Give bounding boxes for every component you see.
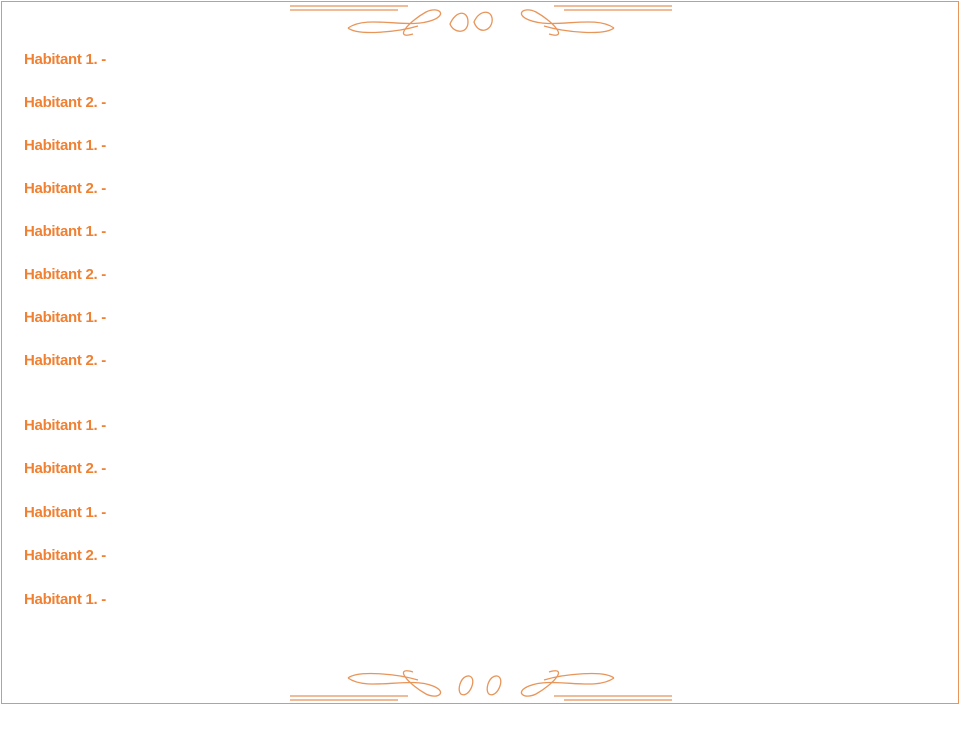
dialogue-speaker-label: Habitant 1. -	[24, 417, 106, 434]
dialogue-speaker-label: Habitant 2. -	[24, 547, 106, 564]
dialogue-speaker-label: Habitant 1. -	[24, 51, 106, 68]
page-border	[1, 1, 959, 704]
dialogue-speaker-label: Habitant 2. -	[24, 94, 106, 111]
dialogue-speaker-label: Habitant 2. -	[24, 180, 106, 197]
dialogue-speaker-label: Habitant 1. -	[24, 504, 106, 521]
top-flourish-ornament	[290, 5, 672, 36]
dialogue-speaker-label: Habitant 1. -	[24, 137, 106, 154]
bottom-flourish-ornament	[290, 670, 672, 701]
dialogue-speaker-label: Habitant 1. -	[24, 309, 106, 326]
dialogue-speaker-label: Habitant 2. -	[24, 352, 106, 369]
dialogue-speaker-label: Habitant 2. -	[24, 266, 106, 283]
dialogue-speaker-label: Habitant 1. -	[24, 223, 106, 240]
dialogue-speaker-label: Habitant 1. -	[24, 591, 106, 608]
dialogue-speaker-label: Habitant 2. -	[24, 460, 106, 477]
